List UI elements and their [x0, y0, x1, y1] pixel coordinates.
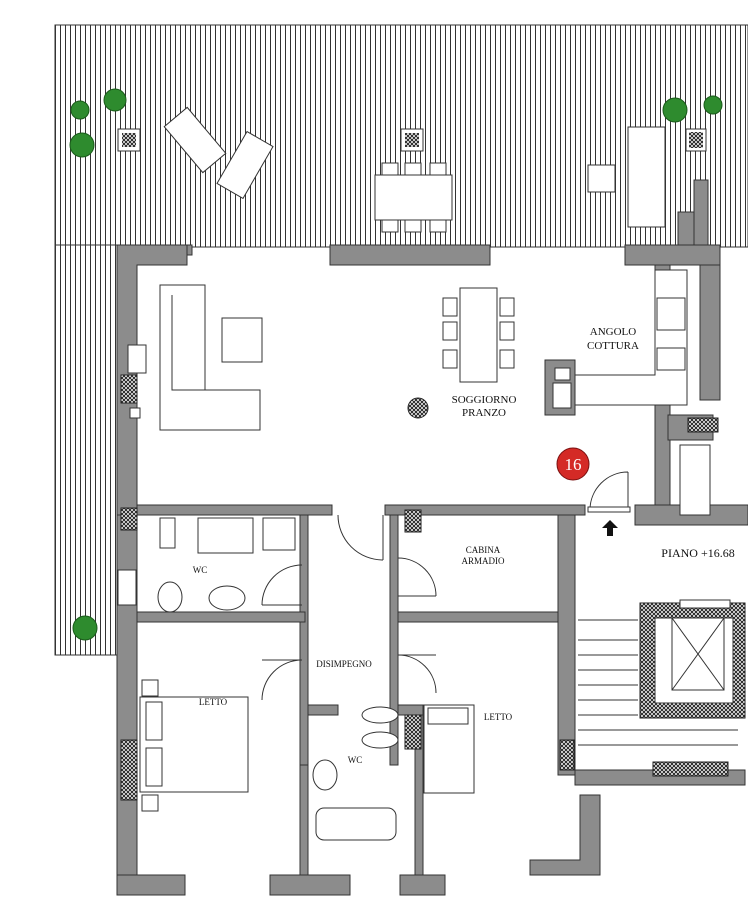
label-closet-1: CABINA	[466, 545, 501, 555]
label-kitchen-1: ANGOLO	[590, 326, 636, 338]
label-wc-bottom: WC	[348, 755, 363, 765]
unit-number: 16	[565, 455, 582, 474]
label-closet-2: ARMADIO	[461, 556, 505, 566]
floor-level-label: PIANO +16.68	[661, 546, 734, 560]
terrace-furniture	[117, 106, 709, 248]
doors	[261, 471, 631, 701]
label-living-1: SOGGIORNO	[452, 394, 517, 406]
terrace	[54, 24, 748, 656]
label-bedroom-left: LETTO	[199, 697, 228, 707]
plant-icons	[69, 88, 723, 641]
entrance-arrow-icon	[602, 520, 618, 536]
living-furniture	[127, 284, 515, 431]
stairwell	[578, 599, 746, 746]
bathroom-fixtures	[117, 517, 399, 841]
label-wc-top: WC	[193, 565, 208, 575]
kitchen-fixtures	[552, 269, 711, 516]
label-bedroom-right: LETTO	[484, 712, 513, 722]
label-hall: DISIMPEGNO	[316, 659, 372, 669]
label-living-2: PRANZO	[462, 407, 506, 419]
label-kitchen-2: COTTURA	[587, 340, 639, 352]
bedroom-furniture	[139, 679, 475, 812]
walls	[116, 244, 748, 896]
room-labels: ANGOLO COTTURA SOGGIORNO PRANZO CABINA A…	[193, 326, 735, 765]
unit-badge: 16	[556, 447, 590, 481]
radiators	[120, 374, 729, 801]
